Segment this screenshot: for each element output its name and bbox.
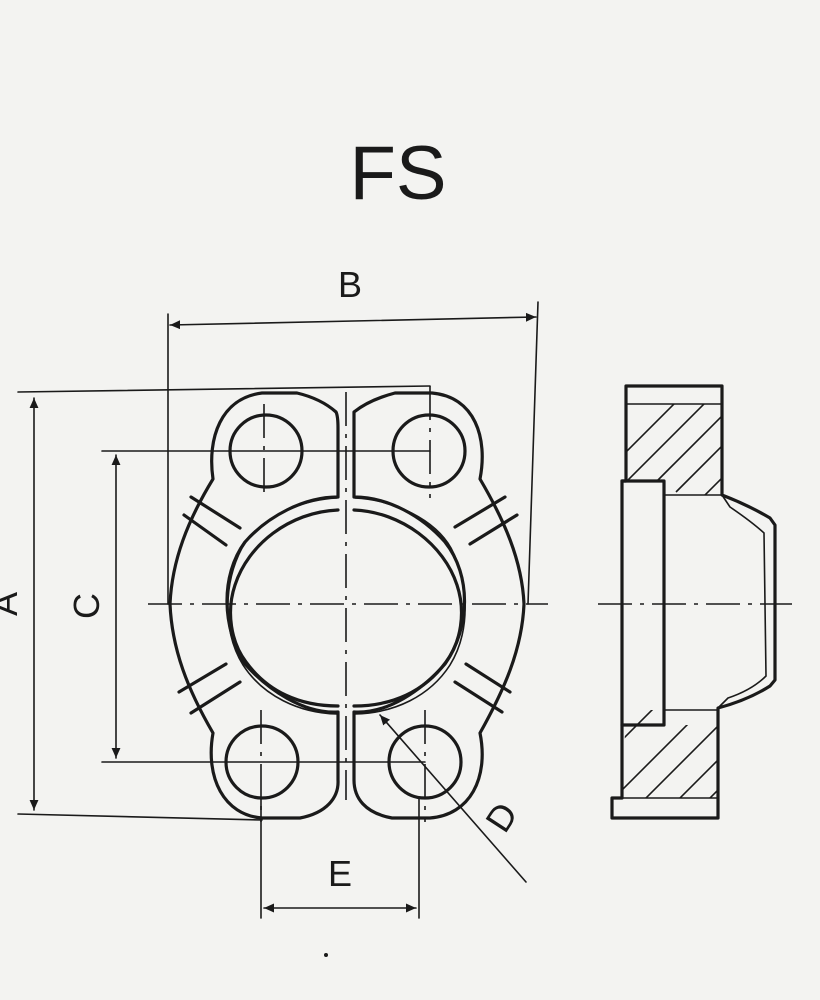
side-boss-inner-line <box>717 494 767 709</box>
dimension-e-label: E <box>328 853 352 894</box>
side-section-view <box>598 384 792 820</box>
drawing-title: FS <box>349 131 446 216</box>
dimension-lines: A B C D E <box>0 264 539 919</box>
center-bore-inner-edge <box>228 508 464 708</box>
dimension-d-leader <box>379 714 527 883</box>
dimension-a-label: A <box>0 592 25 616</box>
bottom-section-hatching <box>622 710 718 798</box>
lower-right-rib <box>453 662 512 714</box>
dimension-b-right-extension <box>527 301 539 605</box>
center-bore-outer-edge <box>227 497 466 715</box>
dimension-a-bottom-extension <box>17 813 263 821</box>
lower-left-rib <box>177 662 242 715</box>
right-clamp-half-outline <box>352 391 526 820</box>
upper-right-rib <box>453 495 519 546</box>
top-section-hatching <box>626 404 722 495</box>
side-flange-outer-outline <box>610 384 777 820</box>
dimension-b-label: B <box>338 264 362 305</box>
upper-left-rib <box>182 495 242 547</box>
front-view <box>148 386 548 822</box>
dimension-d-label: D <box>477 795 526 839</box>
dimension-c-label: C <box>66 593 107 619</box>
dimension-b-line <box>169 312 537 330</box>
dimension-a-top-extension <box>17 385 431 393</box>
left-clamp-half-outline <box>168 391 340 820</box>
scan-mark-dot <box>324 953 328 957</box>
side-bore-recess <box>620 479 666 727</box>
